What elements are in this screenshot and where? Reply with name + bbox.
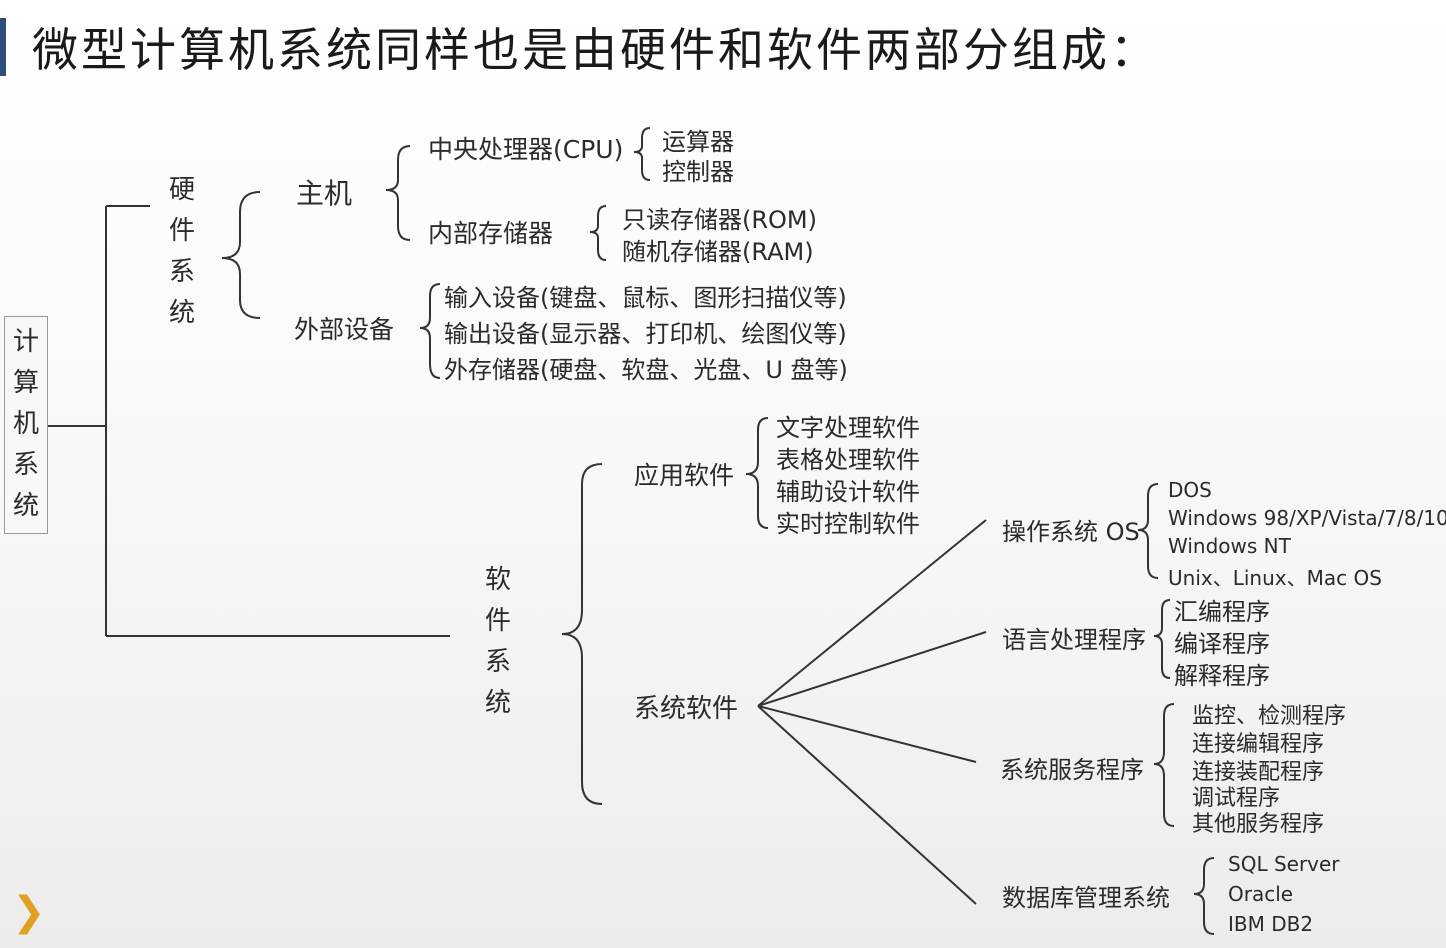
language-item-interpreter: 解释程序 bbox=[1174, 662, 1270, 690]
service-item-loader: 连接装配程序 bbox=[1192, 760, 1325, 785]
page-title: 微型计算机系统同样也是由硬件和软件两部分组成： bbox=[32, 23, 1159, 77]
service-label: 系统服务程序 bbox=[1000, 756, 1144, 784]
cpu-item-control: 控制器 bbox=[662, 158, 734, 186]
db-item-db2: IBM DB2 bbox=[1228, 912, 1314, 936]
service-item-debugger: 调试程序 bbox=[1192, 786, 1281, 811]
cpu-label: 中央处理器(CPU) bbox=[428, 135, 624, 164]
language-item-compiler: 编译程序 bbox=[1174, 630, 1270, 658]
root-box bbox=[4, 316, 48, 534]
system-software-label: 系统软件 bbox=[634, 694, 739, 724]
brace-service bbox=[1153, 703, 1175, 827]
os-item-unix: Unix、Linux、Mac OS bbox=[1168, 566, 1382, 590]
brace-software bbox=[561, 463, 603, 805]
host-label: 主机 bbox=[296, 177, 353, 210]
cpu-item-alu: 运算器 bbox=[662, 128, 734, 156]
service-item-monitor: 监控、检测程序 bbox=[1192, 704, 1347, 729]
language-item-assembler: 汇编程序 bbox=[1174, 598, 1270, 626]
brace-database bbox=[1193, 857, 1215, 935]
peripheral-storage: 外存储器(硬盘、软盘、光盘、U 盘等) bbox=[444, 356, 848, 384]
os-item-windows-nt: Windows NT bbox=[1168, 534, 1291, 558]
brace-host bbox=[385, 145, 411, 241]
memory-label: 内部存储器 bbox=[428, 219, 554, 248]
next-slide-arrow-icon[interactable]: ❯ bbox=[12, 889, 46, 935]
software-label: 软件系统 bbox=[484, 565, 511, 718]
app-item-control: 实时控制软件 bbox=[776, 510, 920, 538]
peripheral-output: 输出设备(显示器、打印机、绘图仪等) bbox=[444, 320, 847, 348]
memory-item-ram: 随机存储器(RAM) bbox=[622, 238, 814, 266]
app-item-word: 文字处理软件 bbox=[776, 414, 920, 442]
fan-lines bbox=[757, 519, 987, 905]
hardware-label: 硬件系统 bbox=[168, 175, 195, 328]
application-label: 应用软件 bbox=[634, 461, 735, 490]
os-label: 操作系统 OS bbox=[1002, 518, 1140, 546]
database-label: 数据库管理系统 bbox=[1002, 884, 1170, 912]
title-accent-bar bbox=[0, 18, 6, 76]
app-item-cad: 辅助设计软件 bbox=[776, 478, 920, 506]
brace-language bbox=[1153, 599, 1171, 679]
root-label: 计算机系统 bbox=[12, 327, 39, 521]
db-item-sqlserver: SQL Server bbox=[1228, 852, 1340, 876]
os-item-dos: DOS bbox=[1168, 478, 1212, 502]
root-connector bbox=[48, 205, 450, 637]
peripherals-label: 外部设备 bbox=[294, 315, 395, 344]
brace-application bbox=[745, 417, 769, 529]
brace-peripherals bbox=[419, 283, 441, 379]
db-item-oracle: Oracle bbox=[1228, 882, 1294, 906]
memory-item-rom: 只读存储器(ROM) bbox=[622, 206, 817, 234]
service-item-other: 其他服务程序 bbox=[1192, 812, 1325, 837]
brace-memory bbox=[589, 205, 607, 261]
os-item-windows: Windows 98/XP/Vista/7/8/10 bbox=[1168, 506, 1446, 530]
app-item-sheet: 表格处理软件 bbox=[776, 446, 920, 474]
brace-hardware bbox=[221, 191, 261, 319]
brace-os bbox=[1137, 483, 1159, 579]
language-label: 语言处理程序 bbox=[1002, 626, 1146, 654]
peripheral-input: 输入设备(键盘、鼠标、图形扫描仪等) bbox=[444, 284, 847, 312]
service-item-linker: 连接编辑程序 bbox=[1192, 732, 1325, 757]
brace-cpu bbox=[633, 127, 651, 181]
